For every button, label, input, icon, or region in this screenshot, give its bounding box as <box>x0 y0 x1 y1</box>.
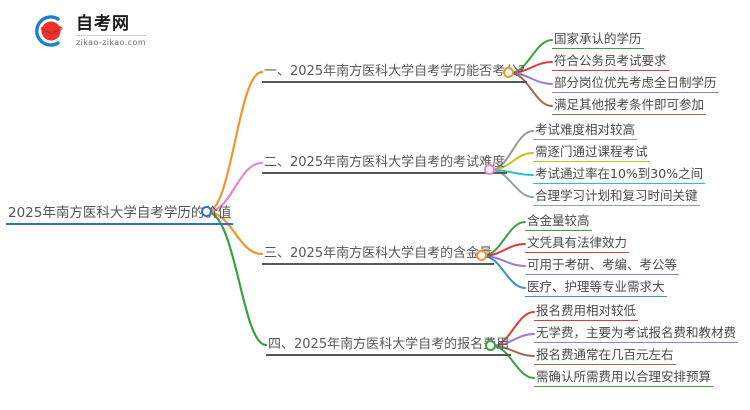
zikao-logo-icon <box>28 12 70 50</box>
leaf-node-4-4-label: 需确认所需费用以合理安排预算 <box>534 368 714 387</box>
root-node-label: 2025年南方医科大学自考学历的价值 <box>6 205 234 225</box>
leaf-node-4-1[interactable]: 报名费用相对较低 <box>534 300 639 321</box>
branch-node-4[interactable]: 四、2025年南方医科大学自考的报名费用 <box>266 333 512 356</box>
leaf-node-1-2[interactable]: 符合公务员考试要求 <box>552 50 669 71</box>
leaf-node-2-4-label: 合理学习计划和复习时间关键 <box>533 187 700 206</box>
leaf-node-2-3[interactable]: 考试通过率在10%到30%之间 <box>533 163 706 184</box>
branch-node-3[interactable]: 三、2025年南方医科大学自考的含金量 <box>262 242 495 265</box>
leaf-node-3-1-label: 含金量较高 <box>525 212 592 231</box>
site-logo: 自考网 zikao-zikao.com <box>28 10 168 52</box>
leaf-node-4-3[interactable]: 报名费通常在几百元左右 <box>534 344 676 365</box>
leaf-node-3-2-label: 文凭具有法律效力 <box>525 234 630 253</box>
leaf-node-4-2[interactable]: 无学费，主要为考试报名费和教材费 <box>534 322 739 343</box>
leaf-node-3-2[interactable]: 文凭具有法律效力 <box>525 232 630 253</box>
leaf-node-3-4[interactable]: 医疗、护理等专业需求大 <box>525 276 667 297</box>
branch-node-3-dot[interactable] <box>476 250 487 261</box>
leaf-node-1-1-label: 国家承认的学历 <box>552 30 644 49</box>
leaf-node-4-3-label: 报名费通常在几百元左右 <box>534 346 676 365</box>
leaf-node-1-3[interactable]: 部分岗位优先考虑全日制学历 <box>552 72 719 93</box>
branch-node-4-label: 四、2025年南方医科大学自考的报名费用 <box>266 336 512 356</box>
leaf-node-3-4-label: 医疗、护理等专业需求大 <box>525 278 667 297</box>
branch-node-2[interactable]: 二、2025年南方医科大学自考的考试难度 <box>262 151 508 174</box>
leaf-node-4-1-label: 报名费用相对较低 <box>534 302 639 321</box>
branch-node-1-label: 一、2025年南方医科大学自考学历能否考公? <box>262 63 527 83</box>
branch-node-2-dot[interactable] <box>484 164 495 175</box>
leaf-node-2-2-label: 需逐门通过课程考试 <box>533 143 650 162</box>
root-node[interactable]: 2025年南方医科大学自考学历的价值 <box>6 202 234 225</box>
branch-node-1-dot[interactable] <box>503 67 514 78</box>
leaf-node-1-1[interactable]: 国家承认的学历 <box>552 28 644 49</box>
branch-node-1[interactable]: 一、2025年南方医科大学自考学历能否考公? <box>262 60 527 83</box>
branch-node-2-label: 二、2025年南方医科大学自考的考试难度 <box>262 154 508 174</box>
leaf-node-1-2-label: 符合公务员考试要求 <box>552 52 669 71</box>
logo-text: 自考网 zikao-zikao.com <box>76 15 146 47</box>
leaf-node-1-4-label: 满足其他报考条件即可参加 <box>552 96 707 115</box>
leaf-node-2-1[interactable]: 考试难度相对较高 <box>533 119 638 140</box>
leaf-node-2-2[interactable]: 需逐门通过课程考试 <box>533 141 650 162</box>
leaf-node-2-3-label: 考试通过率在10%到30%之间 <box>533 165 706 184</box>
branch-node-4-dot[interactable] <box>485 340 496 351</box>
leaf-node-3-1[interactable]: 含金量较高 <box>525 210 592 231</box>
leaf-node-4-4[interactable]: 需确认所需费用以合理安排预算 <box>534 366 714 387</box>
leaf-node-3-3-label: 可用于考研、考编、考公等 <box>525 256 680 275</box>
leaf-node-2-1-label: 考试难度相对较高 <box>533 121 638 140</box>
leaf-node-2-4[interactable]: 合理学习计划和复习时间关键 <box>533 185 700 206</box>
branch-node-3-label: 三、2025年南方医科大学自考的含金量 <box>262 245 495 265</box>
leaf-node-1-3-label: 部分岗位优先考虑全日制学历 <box>552 74 719 93</box>
leaf-node-4-2-label: 无学费，主要为考试报名费和教材费 <box>534 324 739 343</box>
logo-title: 自考网 <box>76 15 146 36</box>
leaf-node-1-4[interactable]: 满足其他报考条件即可参加 <box>552 94 707 115</box>
logo-subtitle: zikao-zikao.com <box>76 37 146 47</box>
leaf-node-3-3[interactable]: 可用于考研、考编、考公等 <box>525 254 680 275</box>
root-node-dot[interactable] <box>201 206 212 217</box>
